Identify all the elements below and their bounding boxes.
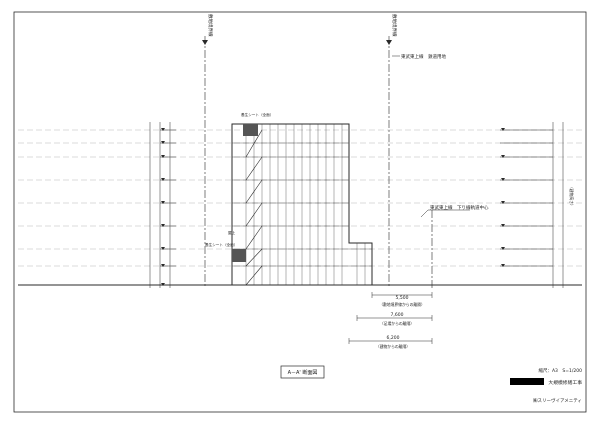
right-level-marks: [501, 128, 505, 267]
level-marker-icon: [501, 247, 505, 250]
floor-level-lines: [18, 129, 582, 267]
level-marker-icon: [501, 155, 505, 158]
project-name: 大規模修繕工事: [548, 379, 582, 386]
sheet-label-top: 養生シート（全面）: [241, 112, 273, 117]
scale-text: 縮尺：A3 S=1/200: [538, 367, 582, 374]
dim-boundary-value: 5,500: [396, 295, 409, 301]
level-marker-icon: [161, 155, 165, 158]
sheet-label-bottom: 養生シート（全面）: [205, 242, 237, 247]
level-marker-icon: [161, 201, 165, 204]
roof-label: 屋上: [228, 230, 236, 235]
building-outline: [231, 123, 373, 286]
right-level-scale: [500, 122, 564, 288]
boundary-label-left: 敷地境界線: [207, 14, 214, 37]
level-marker-icon: [501, 224, 505, 227]
level-marker-icon: [161, 128, 165, 131]
sheet-border: [13, 11, 587, 413]
level-marker-icon: [501, 201, 505, 204]
boundary-marker-icon: [386, 40, 392, 45]
right-total-label: （建物高さ）: [569, 185, 574, 208]
left-level-scale: [149, 122, 176, 288]
level-marker-icon: [161, 224, 165, 227]
sheet-hatch-bottom: [232, 249, 246, 262]
left-level-marks: [161, 128, 165, 286]
dim-building-value: 6,200: [387, 335, 400, 341]
dim-boundary-label: （敷地境界線からの離隔）: [379, 302, 425, 307]
dim-building-label: （建物からの離隔）: [376, 344, 410, 349]
level-marker-icon: [161, 264, 165, 267]
level-marker-icon: [501, 264, 505, 267]
leader-line: [420, 209, 470, 218]
facade-grid: [232, 124, 372, 285]
building-section: [231, 123, 373, 286]
caption-box: [280, 365, 325, 379]
clearance-dimensions: [348, 292, 433, 344]
company-name: ㈱スリーヴイアメニティ: [533, 397, 582, 404]
level-marker-icon: [501, 128, 505, 131]
boundary-label-right: 敷地境界線: [391, 14, 398, 37]
scaffold-stairs: [245, 129, 263, 286]
drawing-caption: A－A' 断面図: [288, 369, 318, 376]
dim-scaffold-label: （足場からの離隔）: [380, 321, 414, 326]
level-marker-icon: [161, 141, 165, 144]
sheet-hatch-top: [243, 124, 258, 136]
level-marker-icon: [501, 178, 505, 181]
redacted-block: [510, 378, 544, 385]
railway-site-label: 東武東上線 鉄道用地: [401, 53, 446, 60]
level-marker-icon: [161, 283, 165, 286]
track-center-label: 東武東上線 下り線軌道中心: [430, 204, 489, 211]
level-marker-icon: [161, 178, 165, 181]
dim-scaffold-value: 7,600: [391, 312, 404, 318]
boundary-marker-icon: [202, 40, 208, 45]
level-marker-icon: [161, 247, 165, 250]
